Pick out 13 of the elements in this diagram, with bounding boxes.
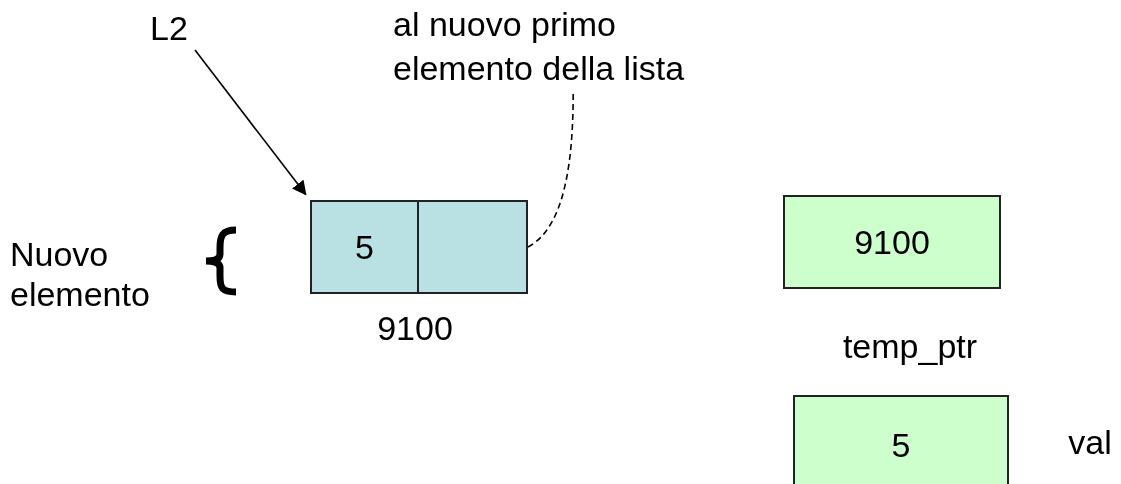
variable-name: val: [1067, 422, 1113, 462]
value-text: 9100: [854, 222, 930, 262]
group-label: Nuovo elemento: [10, 234, 151, 314]
variable-box: [783, 195, 1001, 289]
annotation-text: al nuovo primo elemento della lista: [393, 2, 733, 90]
variable-name: temp_ptr: [841, 326, 979, 366]
variable-box: [793, 395, 1009, 484]
pointer-name: L2: [150, 8, 210, 48]
value-text: 5: [355, 227, 374, 267]
value-text: 5: [891, 425, 911, 465]
address-label: 9100: [376, 308, 454, 348]
arrow: [194, 49, 307, 196]
list-element-box: [310, 200, 528, 294]
